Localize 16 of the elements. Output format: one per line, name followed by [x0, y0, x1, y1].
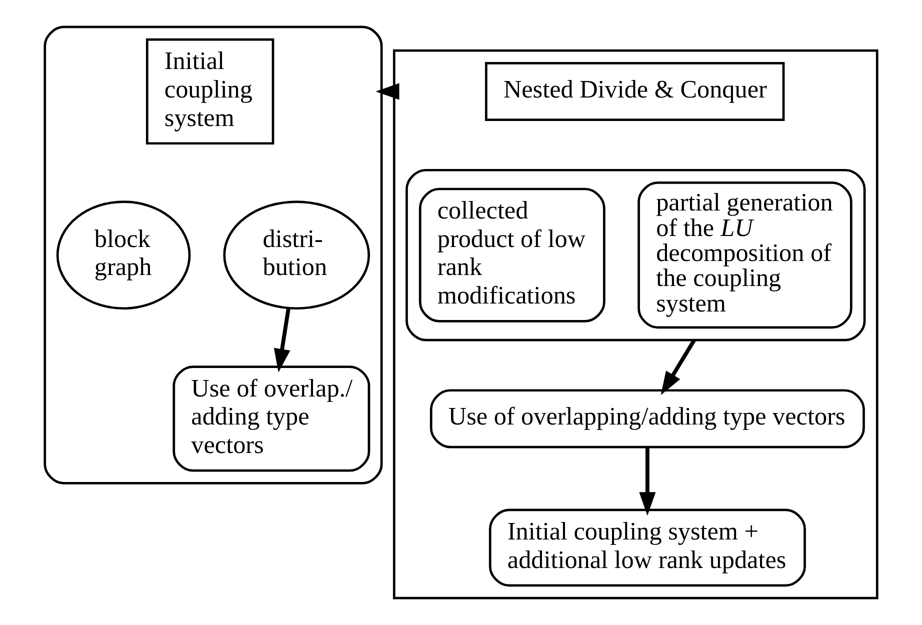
arrow [274, 308, 290, 373]
node-box: Use of overlapping/adding type vectors [430, 389, 865, 448]
cluster [406, 168, 866, 342]
node-ellipse: distri- bution [223, 200, 370, 310]
arrow [660, 339, 696, 396]
node-box: Initial coupling system + additional low rank updates [488, 508, 806, 587]
node-box: Use of overlap./ adding type vectors [172, 366, 370, 472]
node-box: Nested Divide & Conquer [485, 62, 785, 121]
arrow [376, 83, 400, 100]
node-box: collected product of low rank modifications [418, 188, 606, 322]
cluster [44, 26, 383, 484]
node-box: partial generation of the LU decomposition of the coupling system [638, 182, 852, 329]
cluster [392, 49, 878, 600]
node-box: Initial coupling system [146, 38, 274, 145]
node-ellipse: block graph [56, 200, 191, 310]
arrow [639, 448, 656, 516]
